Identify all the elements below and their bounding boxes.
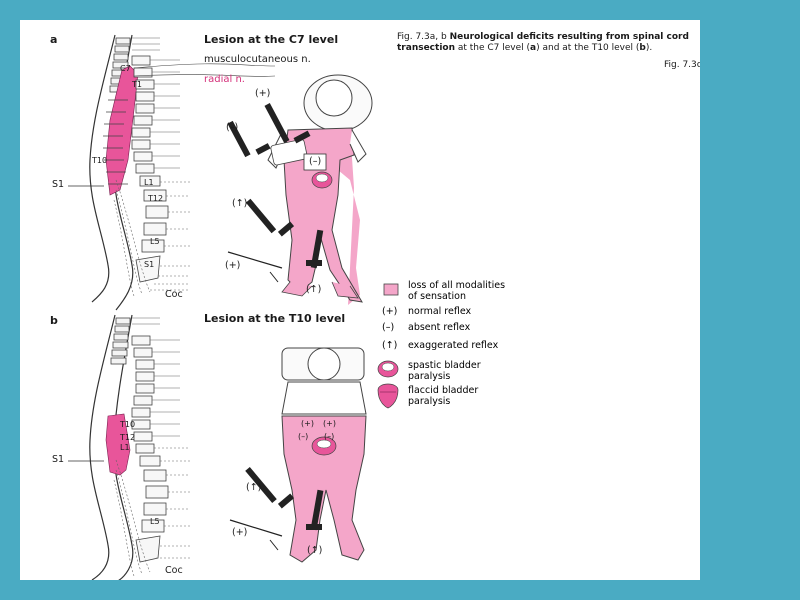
panel-a <box>68 34 373 311</box>
legend-sensation-l2: of sensation <box>408 291 466 302</box>
legend-normal-symbol: (+) <box>382 306 398 317</box>
flaccid-bladder-icon <box>377 383 399 409</box>
legend-sensation-l1: loss of all modalities <box>408 280 506 291</box>
caption-line1-bold: Neurological deficits resulting from spi… <box>449 32 689 42</box>
caption-line2-end: ). <box>645 43 653 53</box>
musculocutaneous-label: musculocutaneous n. <box>204 54 311 65</box>
body-figure-a <box>227 74 373 305</box>
body-figure-b <box>229 347 367 563</box>
legend-spastic-l1: spastic bladder <box>408 360 481 371</box>
abd-lower-left: (–) <box>298 432 309 441</box>
abd-upper-left: (+) <box>301 419 314 428</box>
spinal-lesion-figure <box>68 34 399 580</box>
legend-exaggerated-symbol: (↑) <box>382 340 398 351</box>
figure-sheet: a Lesion at the C7 level musculocutaneou… <box>20 20 700 580</box>
lesion-zone-b <box>105 413 131 476</box>
vertebra-label-l1: L1 <box>144 178 154 187</box>
vertebra-label-t10-b: T10 <box>120 420 136 429</box>
reflex-ankle-a: (↑) <box>306 284 322 295</box>
spastic-bladder-icon <box>377 360 399 378</box>
panel-b-letter: b <box>50 314 58 327</box>
reflex-knee-b: (↑) <box>246 482 262 493</box>
legend-symbols <box>377 283 399 409</box>
vertebra-label-t1: T1 <box>132 80 142 89</box>
abd-lower-right: (–) <box>324 432 335 441</box>
reflex-abdomen-absent: (–) <box>309 156 322 167</box>
vertebra-label-t12: T12 <box>148 194 164 203</box>
abd-upper-right: (+) <box>323 419 336 428</box>
sensation-zone-b-body <box>281 415 367 563</box>
panel-b-title: Lesion at the T10 level <box>204 312 346 325</box>
reflex-knee-a: (↑) <box>232 198 248 209</box>
vertebra-label-c7: C7 <box>120 64 131 73</box>
reflex-arm-absent: (–) <box>226 122 239 133</box>
reflex-foot-normal-a: (+) <box>225 260 241 271</box>
panel-b <box>68 314 367 580</box>
caption-line2-mid2: ) and at the T10 level ( <box>536 43 640 53</box>
legend-pink-swatch <box>383 283 399 296</box>
legend-spastic-l2: paralysis <box>408 371 451 382</box>
legend-normal: normal reflex <box>408 306 472 317</box>
caption-line2-mid1: at the C7 level ( <box>455 43 531 53</box>
vertebra-label-l5-b: L5 <box>150 517 160 526</box>
legend-flaccid-l1: flaccid bladder <box>408 385 479 396</box>
reflex-ankle-b: (↑) <box>307 545 323 556</box>
coc-label-b: Coc <box>165 565 183 576</box>
sensation-zone-a-body <box>283 127 363 303</box>
legend-absent: absent reflex <box>408 322 471 333</box>
vertebra-label-t12-b: T12 <box>120 433 136 442</box>
s1-label-a: S1 <box>52 179 65 190</box>
vertebra-label-t10: T10 <box>92 156 108 165</box>
panel-a-letter: a <box>50 33 58 46</box>
spine-a <box>68 34 276 311</box>
radial-nerve-label: radial n. <box>204 74 245 85</box>
legend-absent-symbol: (–) <box>382 322 395 333</box>
caption-transection: transection <box>397 43 455 53</box>
reflex-foot-normal-b: (+) <box>232 527 248 538</box>
legend-exaggerated: exaggerated reflex <box>408 340 499 351</box>
sensation-zone-a-torso <box>290 128 360 305</box>
vertebra-label-l5: L5 <box>150 237 160 246</box>
vertebra-label-l1-b: L1 <box>120 443 130 452</box>
figure-reference: Fig. 7.3c <box>664 60 700 70</box>
coc-label-a: Coc <box>165 289 183 300</box>
figure-caption: Fig. 7.3a, b Neurological deficits resul… <box>397 32 700 54</box>
reflex-hammer-leg <box>245 198 324 269</box>
reflex-arm-normal: (+) <box>255 88 271 99</box>
vertebra-label-s1: S1 <box>144 260 155 269</box>
caption-b: b <box>639 43 646 53</box>
spine-b <box>68 314 190 580</box>
legend-flaccid-l2: paralysis <box>408 396 451 407</box>
s1-label-b: S1 <box>52 454 65 465</box>
reflex-hammer-arm <box>227 103 311 158</box>
caption-fig-number: Fig. 7.3a, b <box>397 32 447 42</box>
panel-a-title: Lesion at the C7 level <box>204 33 339 46</box>
caption-a: a <box>530 43 537 53</box>
